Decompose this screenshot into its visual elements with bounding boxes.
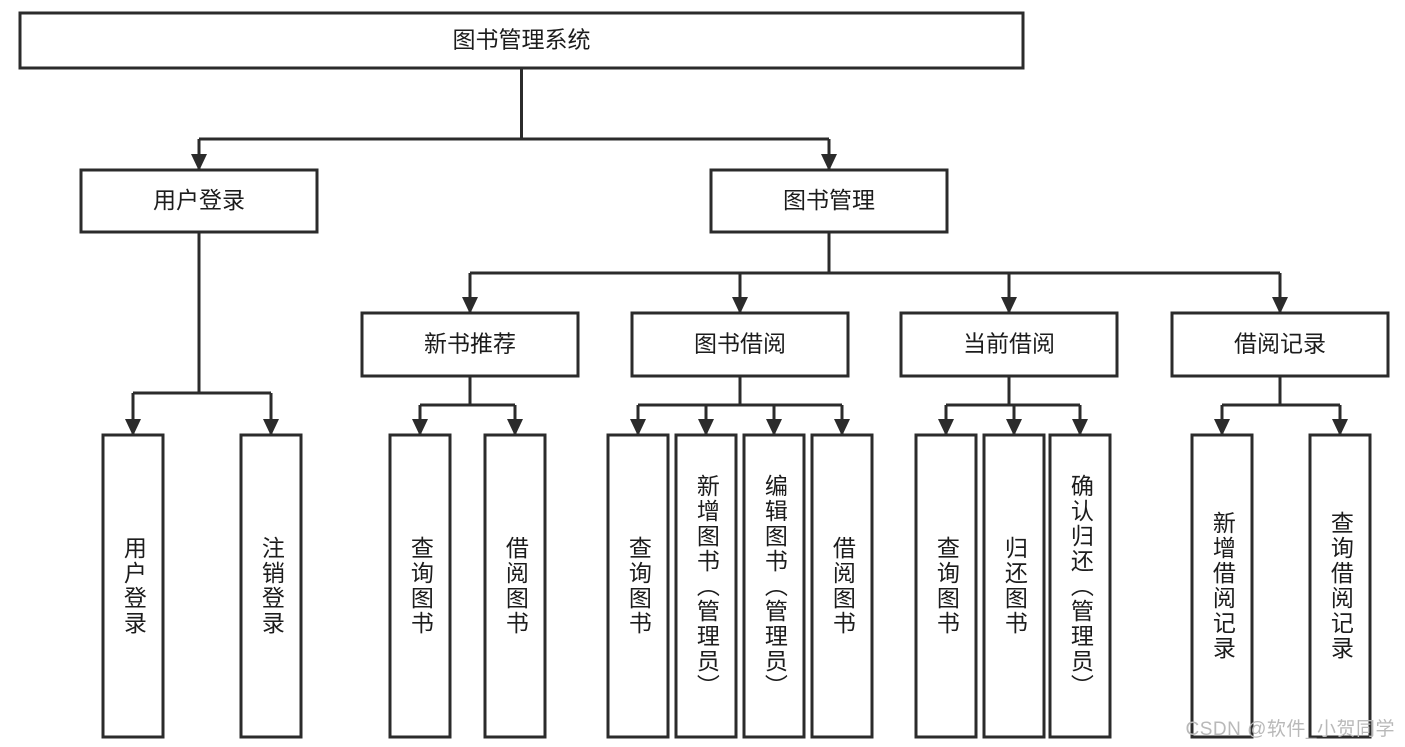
node-label-borrow-record: 借阅记录 [1234,331,1326,357]
arrow-head [1072,419,1088,436]
node-box-book-borrow[interactable] [630,311,850,378]
node-box-current-borrow[interactable] [899,311,1119,378]
arrow-head [462,297,478,314]
node-box-leaf-query-record[interactable] [1308,433,1372,739]
node-label-current-borrow: 当前借阅 [963,331,1055,357]
csdn-watermark: CSDN @软件_小贺同学 [1185,719,1395,740]
node-box-leaf-add-record[interactable] [1190,433,1254,739]
node-box-leaf-borrow-book-2[interactable] [810,433,874,739]
node-label-new-book-recommend: 新书推荐 [424,331,516,357]
node-box-user-login[interactable] [79,168,319,234]
arrow-head [732,297,748,314]
node-box-leaf-logout[interactable] [239,433,303,739]
arrow-head [938,419,954,436]
arrow-head [412,419,428,436]
arrow-head [507,419,523,436]
node-box-leaf-query-book-1[interactable] [388,433,452,739]
arrow-head [766,419,782,436]
arrow-head [191,154,207,171]
node-box-book-manage[interactable] [709,168,949,234]
boxes-layer [18,11,1390,739]
arrow-head [1214,419,1230,436]
arrow-head [1272,297,1288,314]
arrow-head [698,419,714,436]
node-label-book-manage: 图书管理 [783,187,875,213]
node-box-leaf-return-book[interactable] [982,433,1046,739]
node-box-leaf-confirm-return[interactable] [1048,433,1112,739]
node-box-leaf-query-book-2[interactable] [606,433,670,739]
arrow-head [1001,297,1017,314]
node-label-book-borrow: 图书借阅 [694,331,786,357]
node-box-borrow-record[interactable] [1170,311,1390,378]
node-label-user-login: 用户登录 [153,187,245,213]
node-box-new-book-recommend[interactable] [360,311,580,378]
arrow-head [834,419,850,436]
node-box-leaf-query-book-3[interactable] [914,433,978,739]
node-box-leaf-borrow-book-1[interactable] [483,433,547,739]
node-box-root[interactable] [18,11,1025,70]
arrow-head [630,419,646,436]
arrow-head [821,154,837,171]
arrow-head [263,419,279,436]
arrow-head [1332,419,1348,436]
connectors-layer [125,68,1348,436]
arrow-head [1006,419,1022,436]
node-box-leaf-user-login[interactable] [101,433,165,739]
node-box-leaf-add-book[interactable] [674,433,738,739]
arrow-head [125,419,141,436]
node-box-leaf-edit-book[interactable] [742,433,806,739]
node-label-root: 图书管理系统 [453,27,591,53]
